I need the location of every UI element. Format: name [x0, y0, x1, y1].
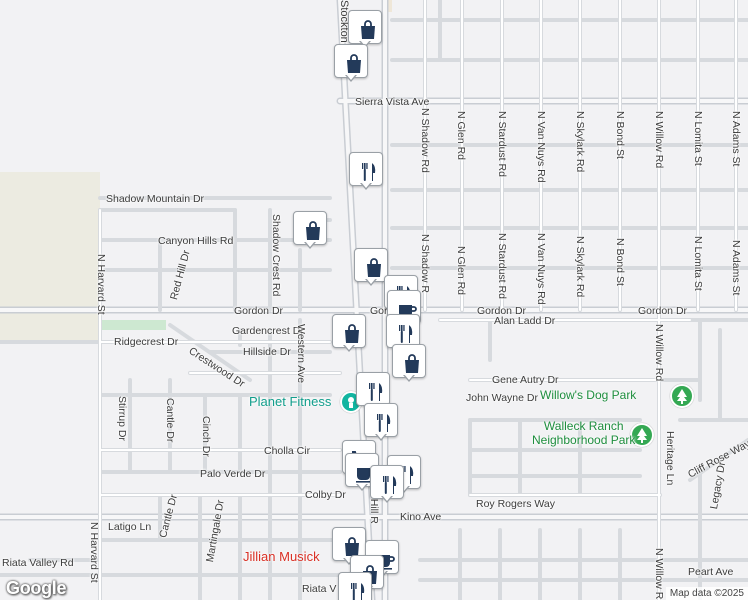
poi-pin-shopping-bag[interactable] [293, 211, 327, 249]
street-label-n-van-nuys-rd-top: N Van Nuys Rd [535, 111, 547, 183]
planet-fitness-label[interactable]: Planet Fitness [249, 394, 332, 409]
street-label-n-bond-st-top: N Bond St [614, 111, 626, 159]
street-label-n-shadow-rd-mid: N Shadow R [419, 234, 431, 293]
street-label-n-bond-st-mid: N Bond St [614, 238, 626, 286]
poi-pin-shopping-bag[interactable] [354, 248, 388, 286]
street-label-stirrup-dr: Stirrup Dr [116, 396, 128, 441]
street-label-n-skylark-rd-mid: N Skylark Rd [574, 236, 586, 298]
jillian-musick-label[interactable]: Jillian Musick [243, 549, 320, 564]
willows-dog-park-marker[interactable] [670, 384, 694, 408]
willows-dog-park-label[interactable]: Willow's Dog Park [540, 388, 637, 402]
street-label-shadow-mountain-dr: Shadow Mountain Dr [106, 193, 205, 205]
street-label-heritage-ln: Heritage Ln [664, 431, 676, 486]
street-label-n-adams-st-mid: N Adams St [730, 240, 742, 296]
poi-pin-shopping-bag[interactable] [348, 10, 382, 48]
street-label-n-harvard-st-top: N Harvard St [95, 254, 107, 315]
pin-background [349, 152, 383, 186]
street-label-n-lomita-st-top: N Lomita St [692, 111, 704, 166]
pin-tail-inner [366, 278, 376, 284]
pin-tail-inner [344, 557, 354, 563]
street-label-n-lomita-st-mid: N Lomita St [692, 236, 704, 291]
pin-tail-inner [305, 241, 315, 247]
street-label-gordon-dr-left: Gordon Dr [234, 305, 284, 317]
street-label-n-glen-rd-mid: N Glen Rd [455, 246, 467, 296]
pin-tail-inner [404, 374, 414, 380]
street-label-hillside-dr: Hillside Dr [243, 346, 291, 358]
pin-background [386, 314, 420, 348]
tree-icon [637, 428, 647, 443]
street-label-roy-rogers-way: Roy Rogers Way [476, 498, 555, 510]
tree-icon [677, 389, 687, 404]
google-logo: Google [6, 578, 67, 598]
street-label-gordon-dr-right: Gordon Dr [638, 305, 688, 317]
street-label-john-wayne-dr: John Wayne Dr [466, 392, 538, 404]
street-label-gordon-dr-center: Gordon Dr [477, 305, 527, 317]
street-label-alan-ladd-dr: Alan Ladd Dr [494, 315, 556, 327]
street-label-western-ave: Western Ave [295, 324, 307, 384]
street-label-riata: Riata V [302, 583, 337, 595]
poi-pin-shopping-bag[interactable] [332, 314, 366, 352]
pin-tail-inner [360, 40, 370, 46]
map-attribution: Map data ©2025 [665, 587, 748, 600]
street-label-palo-verde-dr: Palo Verde Dr [200, 468, 266, 480]
street-label-canyon-hills-rd: Canyon Hills Rd [158, 235, 234, 247]
poi-pin-fork-knife[interactable] [370, 465, 404, 503]
street-label-kino-ave: Kino Ave [400, 511, 442, 523]
street-label-gardencrest-dr: Gardencrest Dr [232, 325, 304, 337]
pin-tail-inner [376, 433, 386, 439]
walleck-ranch-label-line1: Walleck Ranch [543, 419, 624, 433]
street-label-n-willow-rd-top: N Willow Rd [653, 111, 665, 169]
street-label-shadow-crest-rd: Shadow Crest Rd [270, 214, 282, 297]
street-label-n-adams-st-top: N Adams St [730, 111, 742, 167]
street-label-n-glen-rd-top: N Glen Rd [455, 111, 467, 161]
street-label-n-willow-rd-bottom: N Willow R [653, 548, 665, 600]
pin-tail-inner [357, 483, 367, 489]
walleck-ranch-park-marker[interactable] [630, 423, 654, 447]
pin-tail-inner [346, 74, 356, 80]
poi-pin-fork-knife[interactable] [364, 403, 398, 441]
poi-pin-shopping-bag[interactable] [334, 44, 368, 82]
walleck-ranch-park-label[interactable]: Walleck Ranch Neighborhood Park [532, 419, 635, 447]
street-label-peart-ave: Peart Ave [688, 566, 734, 578]
pin-background [338, 572, 372, 600]
street-label-cantle-dr: Cantle Dr [164, 398, 176, 443]
pin-tail-inner [344, 344, 354, 350]
street-label-cholla-cir: Cholla Cir [264, 445, 311, 457]
walleck-ranch-label-line2: Neighborhood Park [532, 433, 636, 447]
street-label-sierra-vista-ave: Sierra Vista Ave [355, 96, 430, 108]
street-label-n-shadow-rd-top: N Shadow Rd [419, 108, 431, 173]
poi-pin-fork-knife[interactable] [338, 572, 372, 600]
pin-tail-inner [382, 495, 392, 501]
pin-tail-inner [361, 182, 371, 188]
poi-pin-shopping-bag[interactable] [392, 344, 426, 382]
street-label-cinch-dr: Cinch Dr [200, 416, 212, 457]
street-label-n-skylark-rd-top: N Skylark Rd [574, 111, 586, 173]
poi-pin-fork-knife[interactable] [349, 152, 383, 190]
fitness-icon [348, 397, 354, 408]
street-label-n-willow-rd-mid: N Willow Rd [653, 324, 665, 382]
street-label-latigo-ln: Latigo Ln [108, 521, 152, 533]
street-label-riata-valley-rd: Riata Valley Rd [2, 557, 74, 569]
street-label-n-harvard-st-bottom: N Harvard St [88, 522, 100, 583]
street-label-gene-autry-dr: Gene Autry Dr [492, 374, 559, 386]
street-label-ridgecrest-dr: Ridgecrest Dr [114, 336, 179, 348]
street-label-n-van-nuys-rd-mid: N Van Nuys Rd [535, 233, 547, 305]
pin-background [364, 403, 398, 437]
pin-tail-inner [399, 485, 409, 491]
street-label-n-stardust-rd-mid: N Stardust Rd [496, 233, 508, 299]
street-label-colby-dr: Colby Dr [305, 489, 346, 501]
street-label-n-stardust-rd-top: N Stardust Rd [496, 111, 508, 177]
